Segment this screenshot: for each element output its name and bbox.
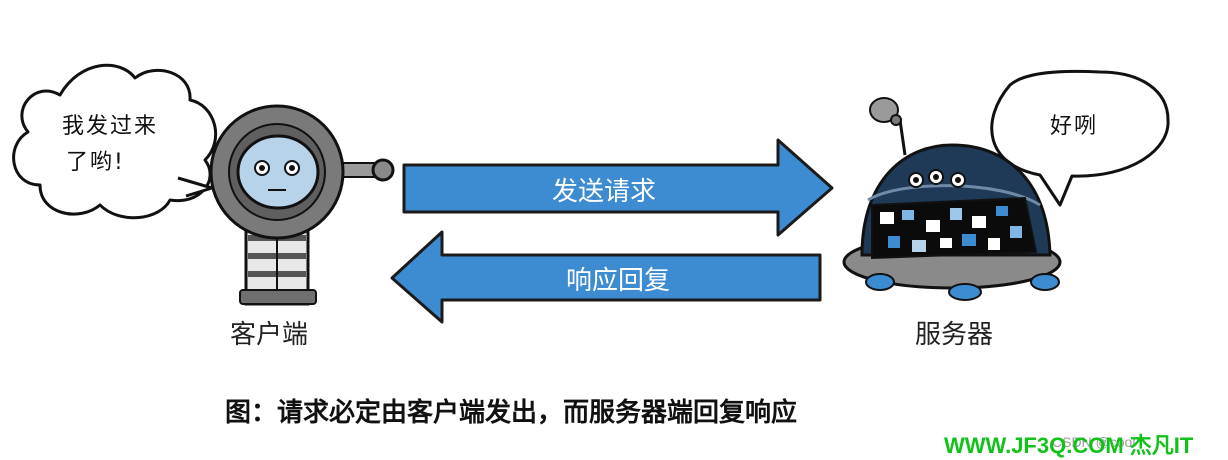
request-arrow-label: 发送请求: [551, 177, 656, 207]
figure-caption: 图：请求必定由客户端发出，而服务器端回复响应: [225, 398, 798, 428]
server-speech-text: 好咧: [1050, 114, 1099, 139]
response-arrow: [390, 230, 822, 324]
response-arrow-label: 响应回复: [565, 266, 670, 296]
client-label: 客户端: [230, 320, 309, 350]
client-speech-bubble: [12, 63, 218, 220]
server-speech-bubble: [990, 69, 1170, 207]
client-speech-line1: 我发过来: [62, 114, 159, 139]
client-speech-line2: 了哟!: [66, 150, 125, 175]
request-arrow: [402, 138, 834, 237]
server-label: 服务器: [915, 320, 994, 350]
client-robot: [209, 104, 395, 306]
watermark-sub: CSDN @cool: [1052, 434, 1136, 450]
server-robot: [842, 97, 1062, 301]
watermark: WWW.JF3Q.COM 杰凡IT: [944, 433, 1194, 458]
